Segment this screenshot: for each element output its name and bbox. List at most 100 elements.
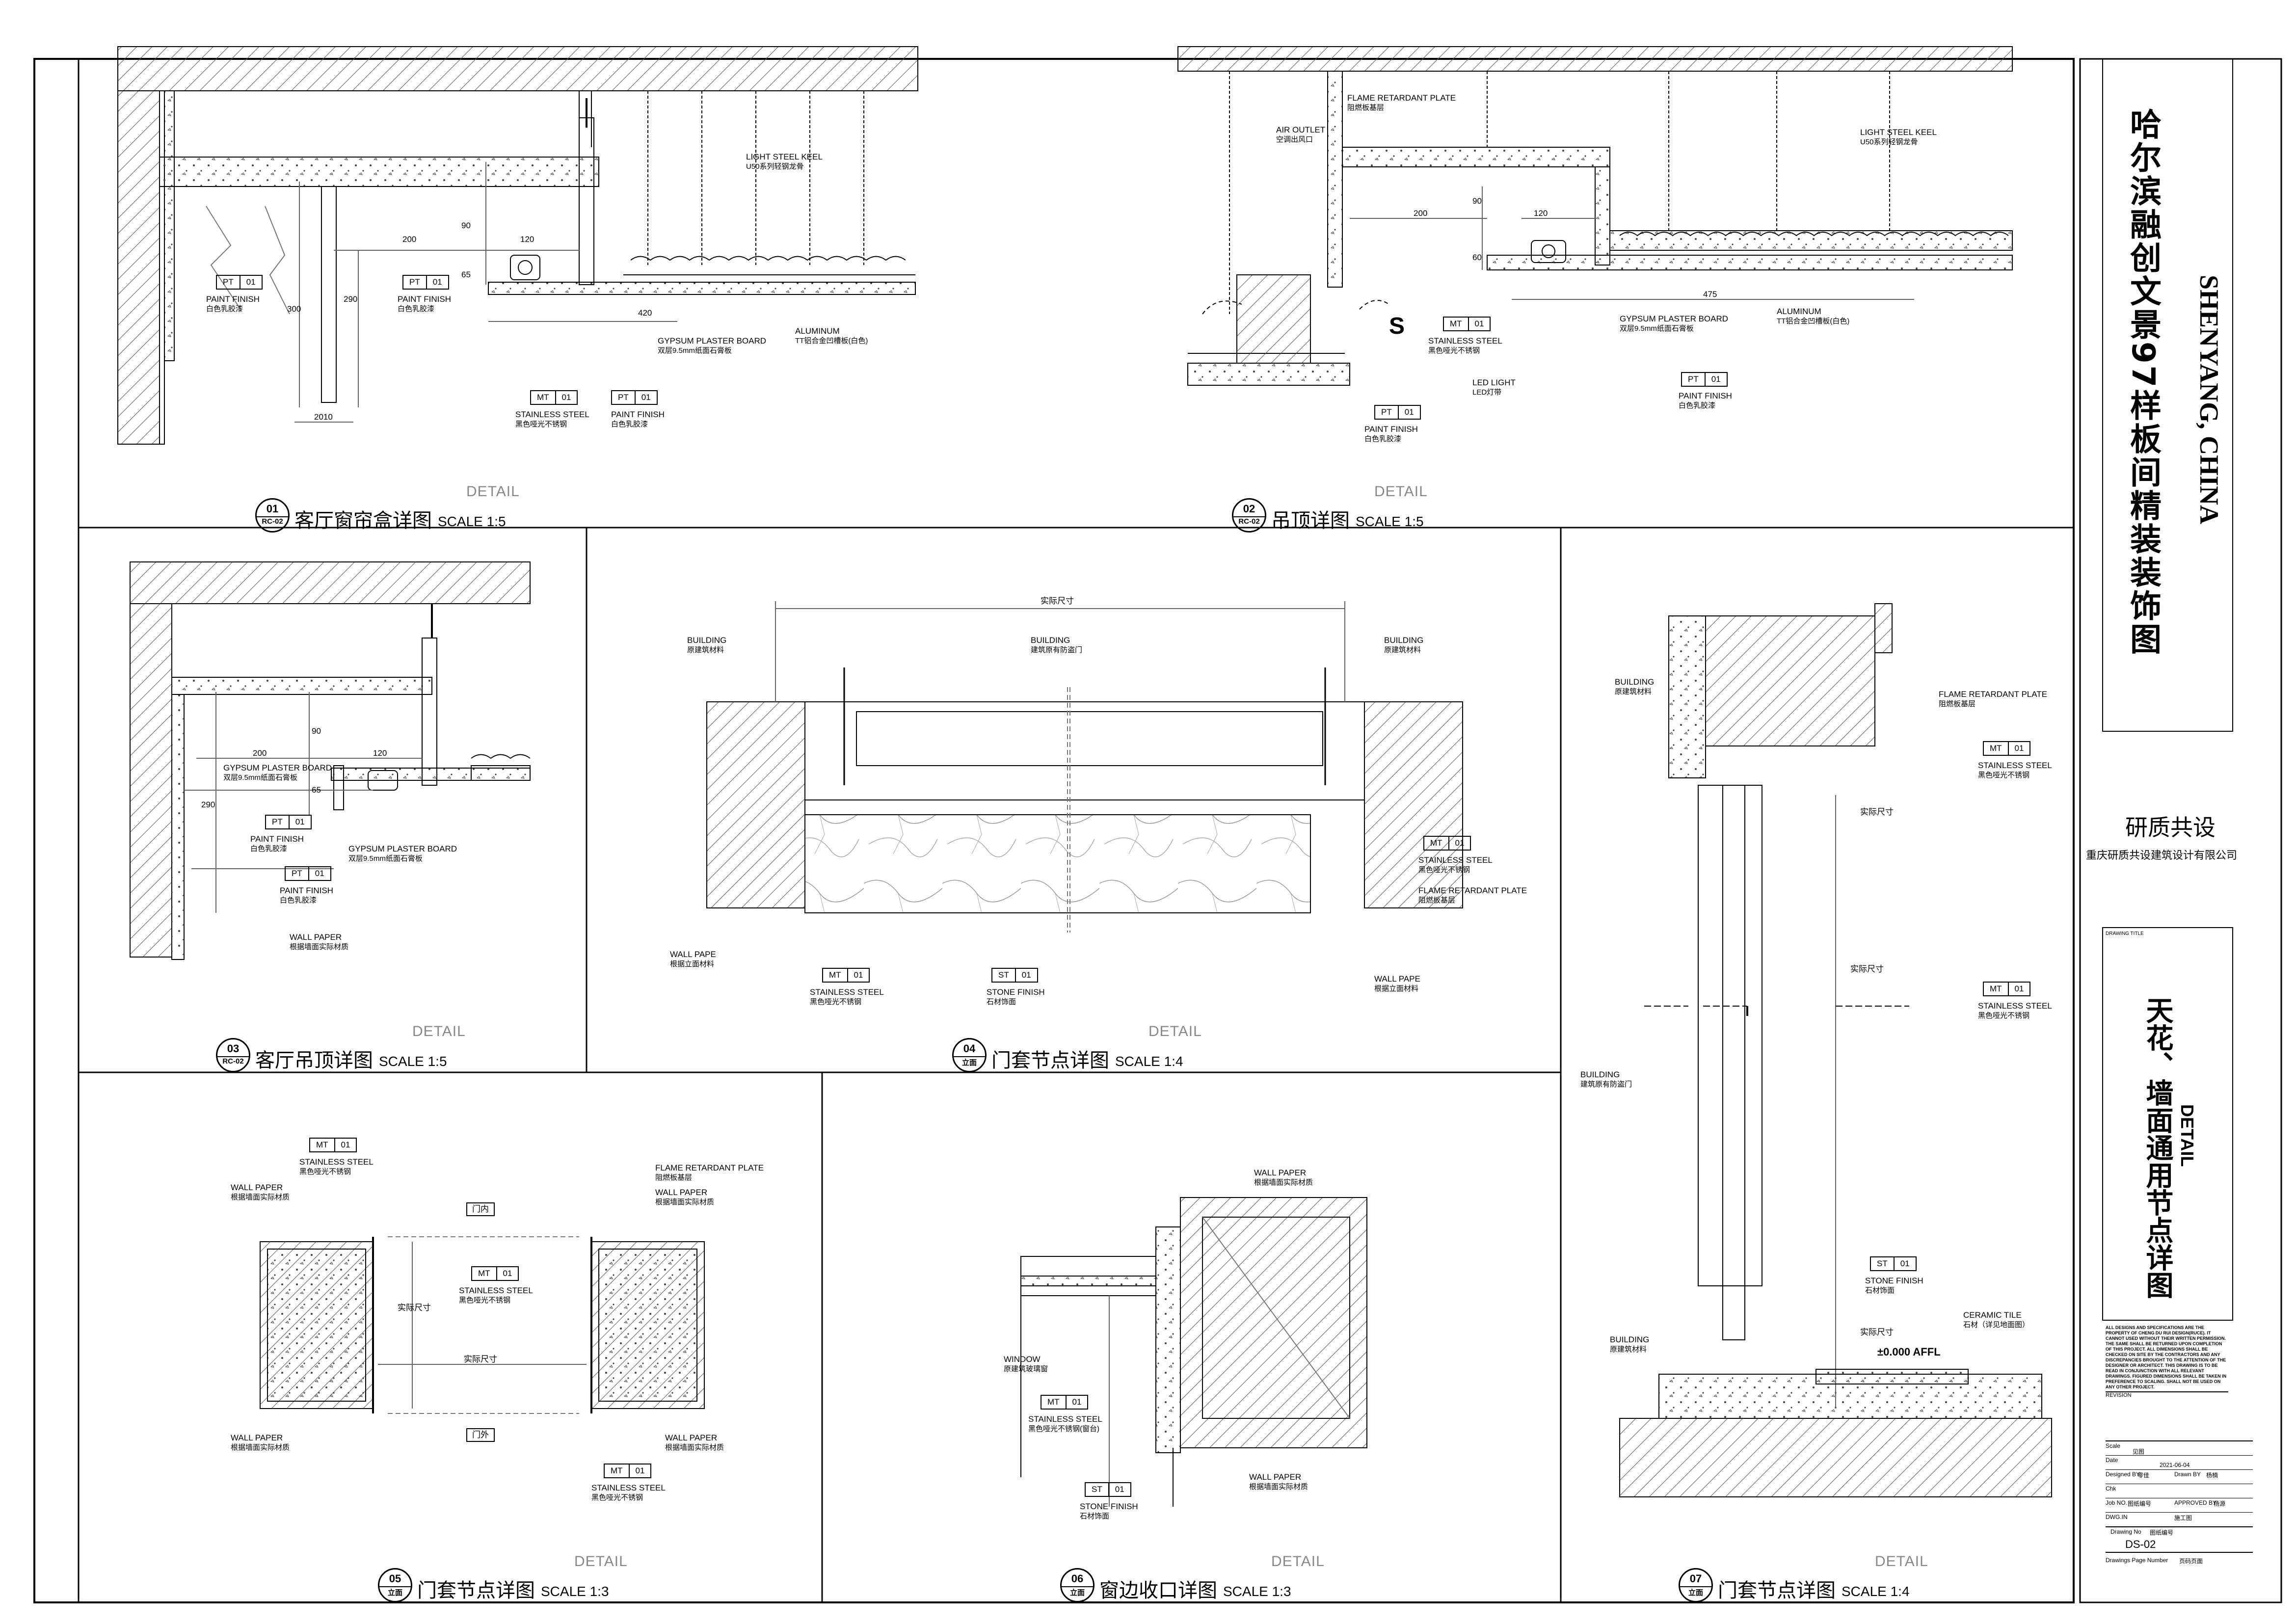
d01-dim-2010: 2010	[314, 412, 333, 422]
drawing-title-label: DRAWING TITLE	[2106, 931, 2144, 936]
d03-dim-65: 65	[312, 785, 321, 795]
detail-01-scale: SCALE 1:5	[438, 514, 506, 529]
d02-dim-60: 60	[1472, 253, 1482, 262]
d05-door-inside-label: 门内	[466, 1202, 495, 1216]
detail-06-name: 窗边收口详图	[1099, 1579, 1217, 1602]
detail-01-name: 客厅窗帘盒详图	[294, 509, 432, 532]
detail-06-scale: SCALE 1:3	[1223, 1584, 1291, 1599]
d01-dim-420: 420	[638, 308, 652, 318]
detail-02-tag: DETAIL	[1374, 483, 1428, 500]
d05-dim-actual: 实际尺寸	[464, 1355, 497, 1364]
detail-06-tag: DETAIL	[1271, 1553, 1325, 1570]
drawing-title-en: DETAIL	[2177, 1104, 2197, 1167]
detail-07-scale: SCALE 1:4	[1842, 1584, 1910, 1599]
detail-01-tag: DETAIL	[466, 483, 520, 500]
drawing-number: DS-02	[2125, 1538, 2156, 1550]
d01-dim-300: 300	[287, 304, 301, 314]
detail-05-tag: DETAIL	[574, 1553, 628, 1570]
d03-dim-120: 120	[373, 748, 387, 758]
detail-04-door-frame-plan	[706, 601, 1463, 932]
drawing-title: 天花、墙面通用节点详图	[2141, 996, 2173, 1299]
d02-dim-475: 475	[1703, 290, 1717, 299]
d02-dim-90: 90	[1472, 196, 1482, 206]
d01-dim-120: 120	[520, 235, 534, 244]
detail-03-tag: DETAIL	[412, 1023, 466, 1039]
detail-04-scale: SCALE 1:4	[1115, 1054, 1183, 1069]
detail-04-name: 门套节点详图	[991, 1049, 1109, 1072]
d05-door-outside-label: 门外	[466, 1428, 495, 1442]
d07-dim-actual-3: 实际尺寸	[1860, 1328, 1894, 1337]
d05-dim-actual-v: 实际尺寸	[398, 1303, 431, 1312]
firm-name: 研质共设	[2125, 815, 2216, 840]
design-notes: ALL DESIGNS AND SPECIFICATIONS ARE THE P…	[2106, 1325, 2227, 1389]
d03-dim-200: 200	[253, 748, 267, 758]
detail-04-tag: DETAIL	[1148, 1023, 1202, 1039]
d02-dim-200: 200	[1414, 209, 1428, 218]
detail-02-name: 吊顶详图	[1271, 509, 1350, 532]
d07-dim-actual-2: 实际尺寸	[1850, 964, 1884, 974]
project-location: SHENYANG, CHINA	[2194, 275, 2224, 525]
detail-06-window-edge	[1020, 1197, 1367, 1507]
d01-dim-90: 90	[461, 221, 471, 230]
d01-dim-200: 200	[402, 235, 417, 244]
project-title: 哈尔滨融创文景97样板间精装装饰图	[2125, 108, 2161, 657]
detail-03-name: 客厅吊顶详图	[255, 1049, 373, 1072]
detail-01-curtain-box	[117, 46, 918, 445]
detail-05-door-frame	[260, 1236, 705, 1414]
